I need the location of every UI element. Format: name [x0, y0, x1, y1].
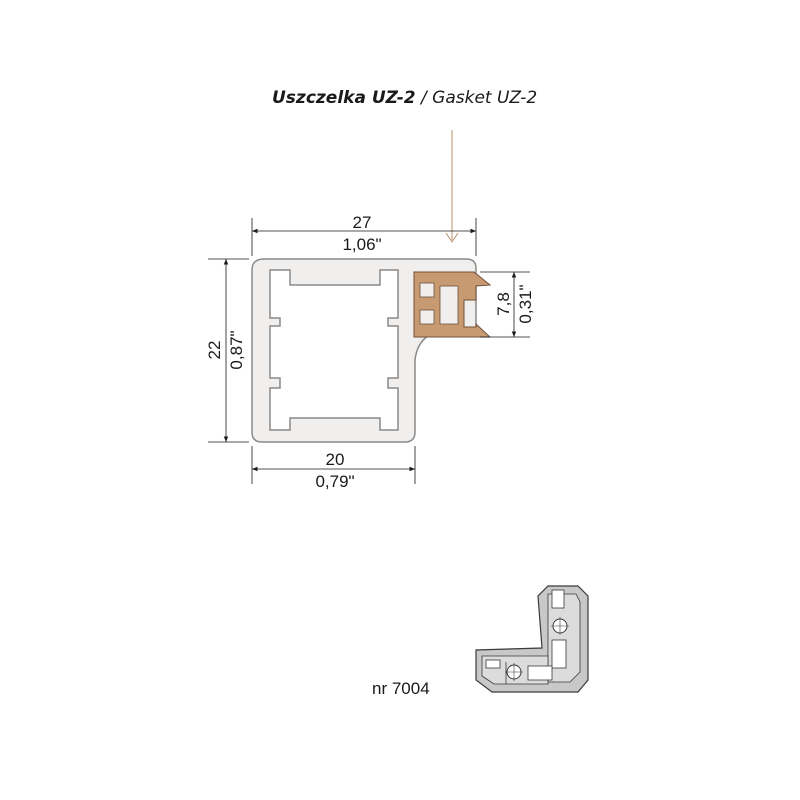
dimension-top-in: 1,06" — [342, 235, 381, 254]
title-separator: / — [415, 88, 433, 108]
gasket-pointer-arrow — [445, 130, 459, 243]
dimension-left: 22 0,87" — [205, 258, 249, 443]
dimension-left-mm: 22 — [205, 341, 224, 360]
bracket-hole-upper — [551, 617, 569, 635]
gasket-slot-top — [419, 282, 435, 298]
drawing-title: Uszczelka UZ-2 / Gasket UZ-2 — [272, 88, 537, 108]
bracket-slot-upper — [551, 589, 565, 609]
dimension-gasket: 7,8 0,31" — [480, 271, 535, 338]
dimension-gasket-in: 0,31" — [516, 284, 535, 323]
bracket-slot-left — [485, 659, 501, 669]
dimension-gasket-mm: 7,8 — [494, 292, 513, 316]
dimension-left-in: 0,87" — [227, 330, 246, 369]
gasket-uz2 — [413, 271, 492, 338]
profile-inner-chamber — [269, 269, 399, 431]
dimension-top: 27 1,06" — [251, 213, 477, 256]
dimension-top-mm: 27 — [353, 213, 372, 232]
bracket-slot-mid — [551, 639, 567, 669]
title-secondary: Gasket UZ-2 — [432, 88, 538, 108]
gasket-channel — [439, 285, 459, 325]
part-number-label: nr 7004 — [372, 679, 430, 698]
dimension-bottom-mm: 20 — [326, 450, 345, 469]
dimension-bottom: 20 0,79" — [251, 446, 416, 491]
corner-bracket-7004 — [475, 585, 589, 693]
bracket-hole-lower — [505, 663, 523, 681]
gasket-slot-bottom — [419, 309, 435, 325]
title-primary: Uszczelka UZ-2 — [272, 88, 416, 108]
dimension-bottom-in: 0,79" — [315, 472, 354, 491]
bracket-slot-lower — [527, 665, 553, 681]
